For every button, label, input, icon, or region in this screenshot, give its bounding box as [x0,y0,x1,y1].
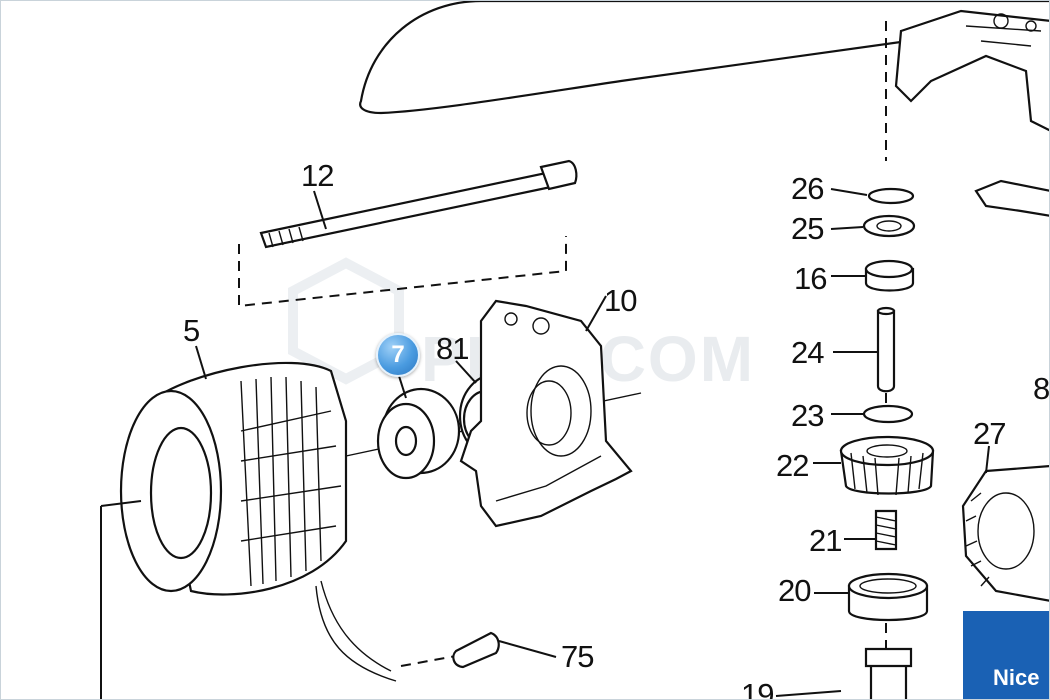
part-27-bevel-gear [961,445,1049,602]
label-16: 16 [794,261,826,296]
label-10: 10 [604,283,637,318]
part-labels: 12 5 81 10 75 26 25 16 24 23 22 27 21 20… [183,158,1049,700]
label-27: 27 [973,416,1005,451]
label-22: 22 [776,448,808,483]
label-5: 5 [183,313,199,348]
cover-upper-right [894,9,1049,217]
label-21: 21 [809,523,841,558]
label-23: 23 [791,398,823,433]
part-5-stator [100,345,457,699]
part-16-bushing [831,259,915,292]
part-22-gear [813,435,935,496]
part-12-bolt [238,159,578,308]
label-8: 8 [1033,371,1049,406]
part-7-bearing [376,375,461,480]
brand-logo-text: Nice [993,665,1040,690]
highlighted-part-badge[interactable]: 7 [376,333,420,377]
part-19-shaft [775,623,913,699]
part-10-endshield [459,295,633,528]
part-25-washer [830,214,916,238]
part-75-pin [452,631,557,669]
part-20-cup [814,572,929,622]
label-24: 24 [791,335,824,370]
label-12: 12 [301,158,333,193]
label-75: 75 [561,639,593,674]
label-19: 19 [741,677,773,700]
part-23-circlip [831,404,914,424]
part-24-pin [833,306,896,406]
brand-logo [963,611,1049,699]
part-21-spring [844,509,898,551]
label-25: 25 [791,211,823,246]
label-26: 26 [791,171,823,206]
part-26-oring [830,187,915,205]
label-20: 20 [778,573,811,608]
label-81: 81 [436,331,468,366]
housing-top [359,1,1049,115]
